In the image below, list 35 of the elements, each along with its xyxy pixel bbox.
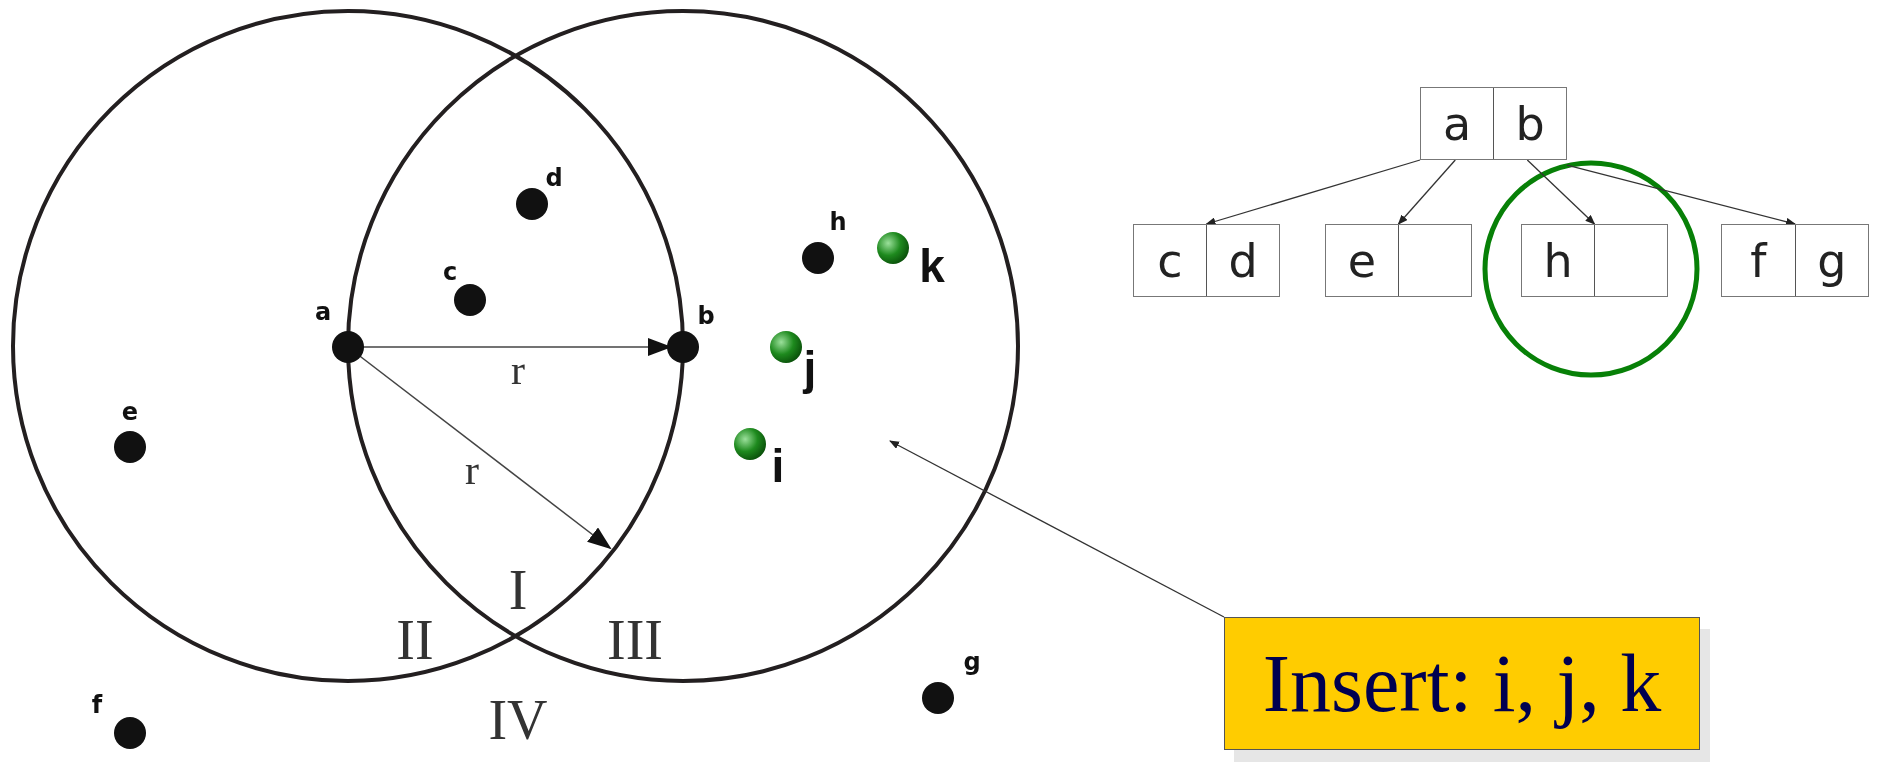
region-label: I (508, 562, 528, 618)
radius-label: r (465, 449, 479, 491)
key-cell-text: a (1441, 95, 1473, 153)
key-cell-text: e (1346, 232, 1378, 290)
region-label: II (396, 612, 434, 668)
point-label: k (919, 243, 945, 289)
tree-node (1521, 224, 1668, 297)
key-cell: g (1794, 225, 1868, 296)
point-label: a (314, 300, 332, 324)
radius-label: r (511, 349, 525, 391)
point-label: f (91, 693, 103, 717)
arrow (1566, 164, 1796, 226)
point-label: d (545, 166, 563, 190)
point-label: c (442, 260, 458, 284)
arrow (1205, 159, 1421, 226)
point-label: b (697, 304, 715, 328)
point-label: i (771, 443, 785, 489)
note-text: Insert: i, j, k (1262, 636, 1662, 731)
point-label: h (829, 210, 847, 234)
key-cell: b (1493, 88, 1566, 159)
leader-arrow (889, 440, 1225, 618)
point-label: e (121, 400, 139, 424)
region-label: IV (488, 692, 548, 748)
key-cell: d (1206, 225, 1279, 296)
key-cell-text: h (1542, 232, 1574, 290)
tree-node (1133, 224, 1280, 297)
tree-node (1420, 87, 1567, 160)
point-label: g (963, 650, 981, 674)
tree-node (1325, 224, 1472, 297)
region-label: III (607, 612, 663, 668)
key-cell-text: c (1156, 232, 1184, 290)
arrow (1397, 159, 1456, 225)
tree-node (1721, 224, 1869, 297)
arrow (1526, 159, 1596, 225)
key-cell-text: f (1749, 232, 1769, 290)
